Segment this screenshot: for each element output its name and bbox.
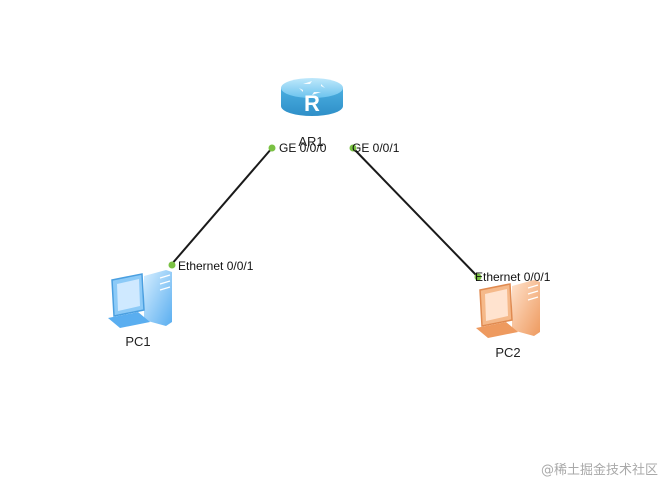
port-dot-ar1-ge000 xyxy=(268,144,276,152)
link-ar1-pc1[interactable] xyxy=(170,147,273,266)
pc-icon[interactable] xyxy=(108,270,172,328)
router-icon[interactable]: R xyxy=(281,78,343,116)
port-dot-ar1-ge001 xyxy=(349,144,357,152)
link-ar1-pc2[interactable] xyxy=(352,147,479,278)
pc-icon[interactable] xyxy=(476,280,540,338)
port-label-pc1-eth: Ethernet 0/0/1 xyxy=(178,259,254,273)
router-name-label: AR1 xyxy=(298,134,323,149)
watermark: @稀土掘金技术社区 xyxy=(541,462,658,478)
port-label-pc2-eth: Ethernet 0/0/1 xyxy=(475,270,551,284)
svg-text:R: R xyxy=(304,91,320,116)
port-label-ar1-ge000: GE 0/0/0 xyxy=(279,141,327,155)
port-dot-pc1-eth xyxy=(168,261,176,269)
pc2-name-label: PC2 xyxy=(495,345,520,360)
pc1-name-label: PC1 xyxy=(125,334,150,349)
port-dot-pc2-eth xyxy=(474,273,482,281)
port-label-ar1-ge001: GE 0/0/1 xyxy=(352,141,400,155)
